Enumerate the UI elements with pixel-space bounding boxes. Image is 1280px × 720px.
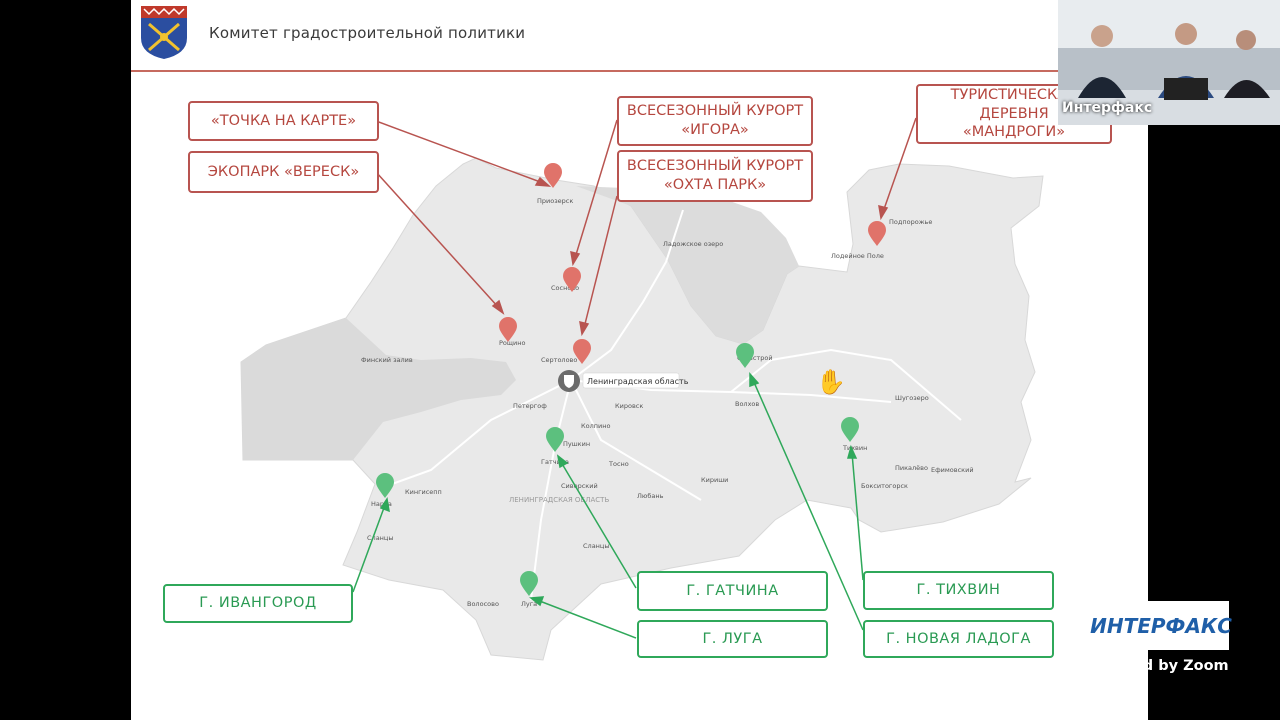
map-pin-green-icon bbox=[376, 473, 394, 498]
arrow-mandrogi-head bbox=[878, 204, 889, 221]
town-label: Шугозеро bbox=[895, 394, 929, 402]
town-label: Сертолово bbox=[541, 356, 577, 364]
town-label: Кириши bbox=[701, 476, 728, 484]
town-label: Любань bbox=[637, 492, 664, 500]
arrow-tochka bbox=[375, 120, 544, 184]
map-pin-red-icon bbox=[573, 339, 591, 364]
arrow-luga-head bbox=[529, 596, 545, 607]
town-label: Луга bbox=[521, 600, 537, 608]
town-label: Кировск bbox=[615, 402, 643, 410]
crest-icon bbox=[141, 6, 187, 59]
callout-novaya-ladoga: Г. НОВАЯ ЛАДОГА bbox=[863, 620, 1054, 658]
arrow-novaya-ladoga-head bbox=[749, 372, 760, 388]
town-label: Сясьстрой bbox=[737, 354, 773, 362]
arrow-igora bbox=[574, 119, 618, 259]
map-pin-red-icon bbox=[499, 317, 517, 342]
arrow-ivangorod bbox=[352, 504, 386, 593]
map-pin-green-icon bbox=[841, 417, 859, 442]
arrow-veresk bbox=[375, 171, 500, 309]
arrow-igora-head bbox=[570, 250, 581, 267]
map-pin-red-icon bbox=[563, 267, 581, 292]
town-label: Пушкин bbox=[563, 440, 590, 448]
video-frame bbox=[1058, 0, 1280, 125]
town-label: Ефимовский bbox=[931, 466, 974, 474]
map-pin-green-icon bbox=[546, 427, 564, 452]
region-label: Ленинградская область bbox=[587, 377, 689, 386]
gulf-of-finland bbox=[241, 318, 516, 460]
arrow-gatchina-head bbox=[556, 454, 569, 469]
region-label-box bbox=[582, 372, 680, 389]
town-label: Кингисепп bbox=[405, 488, 442, 496]
arrow-mandrogi bbox=[882, 117, 917, 213]
town-label: Сиверский bbox=[561, 482, 598, 490]
interfax-logo-text: ИНТЕРФАКС bbox=[1090, 613, 1232, 638]
arrow-novaya-ladoga bbox=[752, 379, 864, 631]
arrow-tihvin bbox=[851, 452, 864, 581]
town-label: Тихвин bbox=[842, 444, 867, 452]
arrow-ohta bbox=[583, 195, 618, 329]
video-channel-label: Интерфакс bbox=[1062, 100, 1153, 116]
arrow-tochka-head bbox=[534, 176, 552, 187]
arrow-ohta-head bbox=[579, 320, 590, 337]
town-label: Приозерск bbox=[537, 197, 573, 205]
town-label: Сланцы bbox=[583, 542, 609, 550]
town-label: Сланцы bbox=[367, 534, 393, 542]
committee-title: Комитет градостроительной политики bbox=[209, 24, 526, 42]
region-map: ЛЕНИНГРАДСКАЯ ОБЛАСТЬ Приозерск Сосново … bbox=[240, 117, 1044, 661]
town-label: Нарва bbox=[371, 500, 392, 508]
town-label: Лодейное Поле bbox=[831, 252, 884, 260]
town-label: Колпино bbox=[581, 422, 610, 430]
hand-cursor-icon: ✋ bbox=[816, 368, 846, 396]
town-label: Рощино bbox=[499, 339, 525, 347]
callout-gatchina: Г. ГАТЧИНА bbox=[637, 571, 828, 611]
land-area bbox=[240, 157, 1044, 661]
callout-luga: Г. ЛУГА bbox=[637, 620, 828, 658]
town-label: Сосново bbox=[551, 284, 579, 292]
callout-ekopark-veresk: ЭКОПАРК «ВЕРЕСК» bbox=[188, 151, 379, 193]
ladoga-lake bbox=[576, 186, 799, 344]
arrow-gatchina bbox=[560, 461, 637, 589]
town-label: Волхов bbox=[735, 400, 759, 408]
arrow-luga bbox=[536, 599, 637, 639]
town-label: Пикалёво bbox=[895, 464, 928, 472]
shield-icon bbox=[564, 375, 574, 388]
powered-by-zoom: Powered by Zoom bbox=[1082, 658, 1229, 674]
town-label: Ладожское озеро bbox=[663, 240, 723, 248]
arrow-tihvin-head bbox=[847, 444, 858, 459]
town-label: Бокситогорск bbox=[861, 482, 908, 490]
callout-ohta-park: ВСЕСЕЗОННЫЙ КУРОРТ «ОХТА ПАРК» bbox=[617, 150, 813, 202]
callout-ivangorod: Г. ИВАНГОРОД bbox=[163, 584, 353, 623]
callout-igora: ВСЕСЕЗОННЫЙ КУРОРТ «ИГОРА» bbox=[617, 96, 813, 146]
region-watermark: ЛЕНИНГРАДСКАЯ ОБЛАСТЬ bbox=[509, 496, 609, 504]
town-label: Финский залив bbox=[361, 356, 413, 364]
map-pin-red-icon bbox=[544, 163, 562, 188]
map-pin-green-icon bbox=[736, 343, 754, 368]
arrow-veresk-head bbox=[491, 299, 505, 315]
interfax-logo: ИНТЕРФАКС bbox=[1090, 601, 1232, 650]
town-label: Петергоф bbox=[513, 402, 547, 410]
header-divider bbox=[131, 70, 1148, 72]
town-label: Гатчина bbox=[541, 458, 569, 466]
town-label: Волосово bbox=[467, 600, 499, 608]
callout-tihvin: Г. ТИХВИН bbox=[863, 571, 1054, 610]
map-pin-green-icon bbox=[520, 571, 538, 596]
town-label: Тосно bbox=[608, 460, 629, 468]
callout-tochka-na-karte: «ТОЧКА НА КАРТЕ» bbox=[188, 101, 379, 141]
presentation-slide: Комитет градостроительной политики ЛЕНИН… bbox=[131, 0, 1148, 720]
map-pin-red-icon bbox=[868, 221, 886, 246]
speaker-video: Интерфакс bbox=[1058, 0, 1280, 125]
arrow-ivangorod-head bbox=[379, 497, 390, 513]
town-label: Подпорожье bbox=[889, 218, 932, 226]
